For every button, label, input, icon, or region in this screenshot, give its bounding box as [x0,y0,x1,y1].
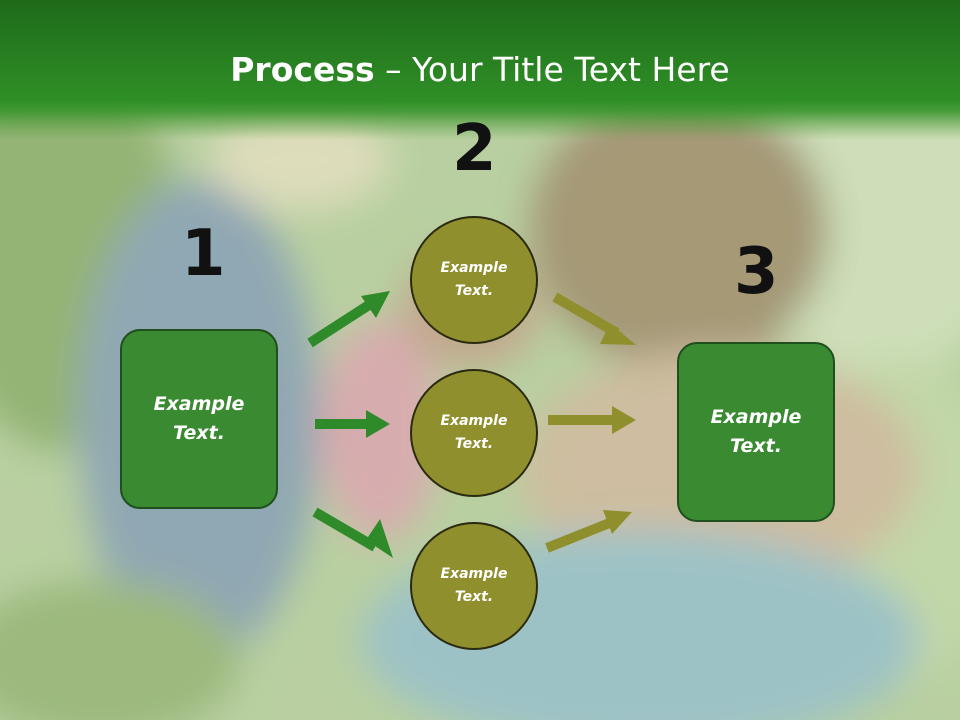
arrow-1-to-2-top [307,291,390,348]
arrow-2-to-3-bottom [545,510,632,553]
arrow-2-to-3-middle [548,406,636,434]
title-rest: – Your Title Text Here [374,50,730,89]
step-2-circle-bottom-text: Example Text. [440,566,508,605]
step-2-circle-bottom[interactable]: Example Text. [410,522,538,650]
step-number-2: 2 [452,112,497,186]
title-bold: Process [230,50,375,89]
step-3-box[interactable]: Example Text. [677,342,835,522]
step-2-circle-middle-text: Example Text. [440,413,508,452]
step-number-1: 1 [181,217,226,291]
arrow-1-to-2-middle [315,410,390,438]
step-3-text: Example Text. [710,406,802,457]
title-bar [0,0,960,140]
step-2-circle-top-text: Example Text. [440,260,508,299]
step-number-3: 3 [734,235,779,309]
step-2-circle-top[interactable]: Example Text. [410,216,538,344]
step-2-circle-middle[interactable]: Example Text. [410,369,538,497]
page-title: Process – Your Title Text Here [0,50,960,89]
step-1-text: Example Text. [153,393,245,444]
arrow-2-to-3-top [552,292,636,345]
arrow-1-to-2-bottom [312,507,393,558]
step-1-box[interactable]: Example Text. [120,329,278,509]
